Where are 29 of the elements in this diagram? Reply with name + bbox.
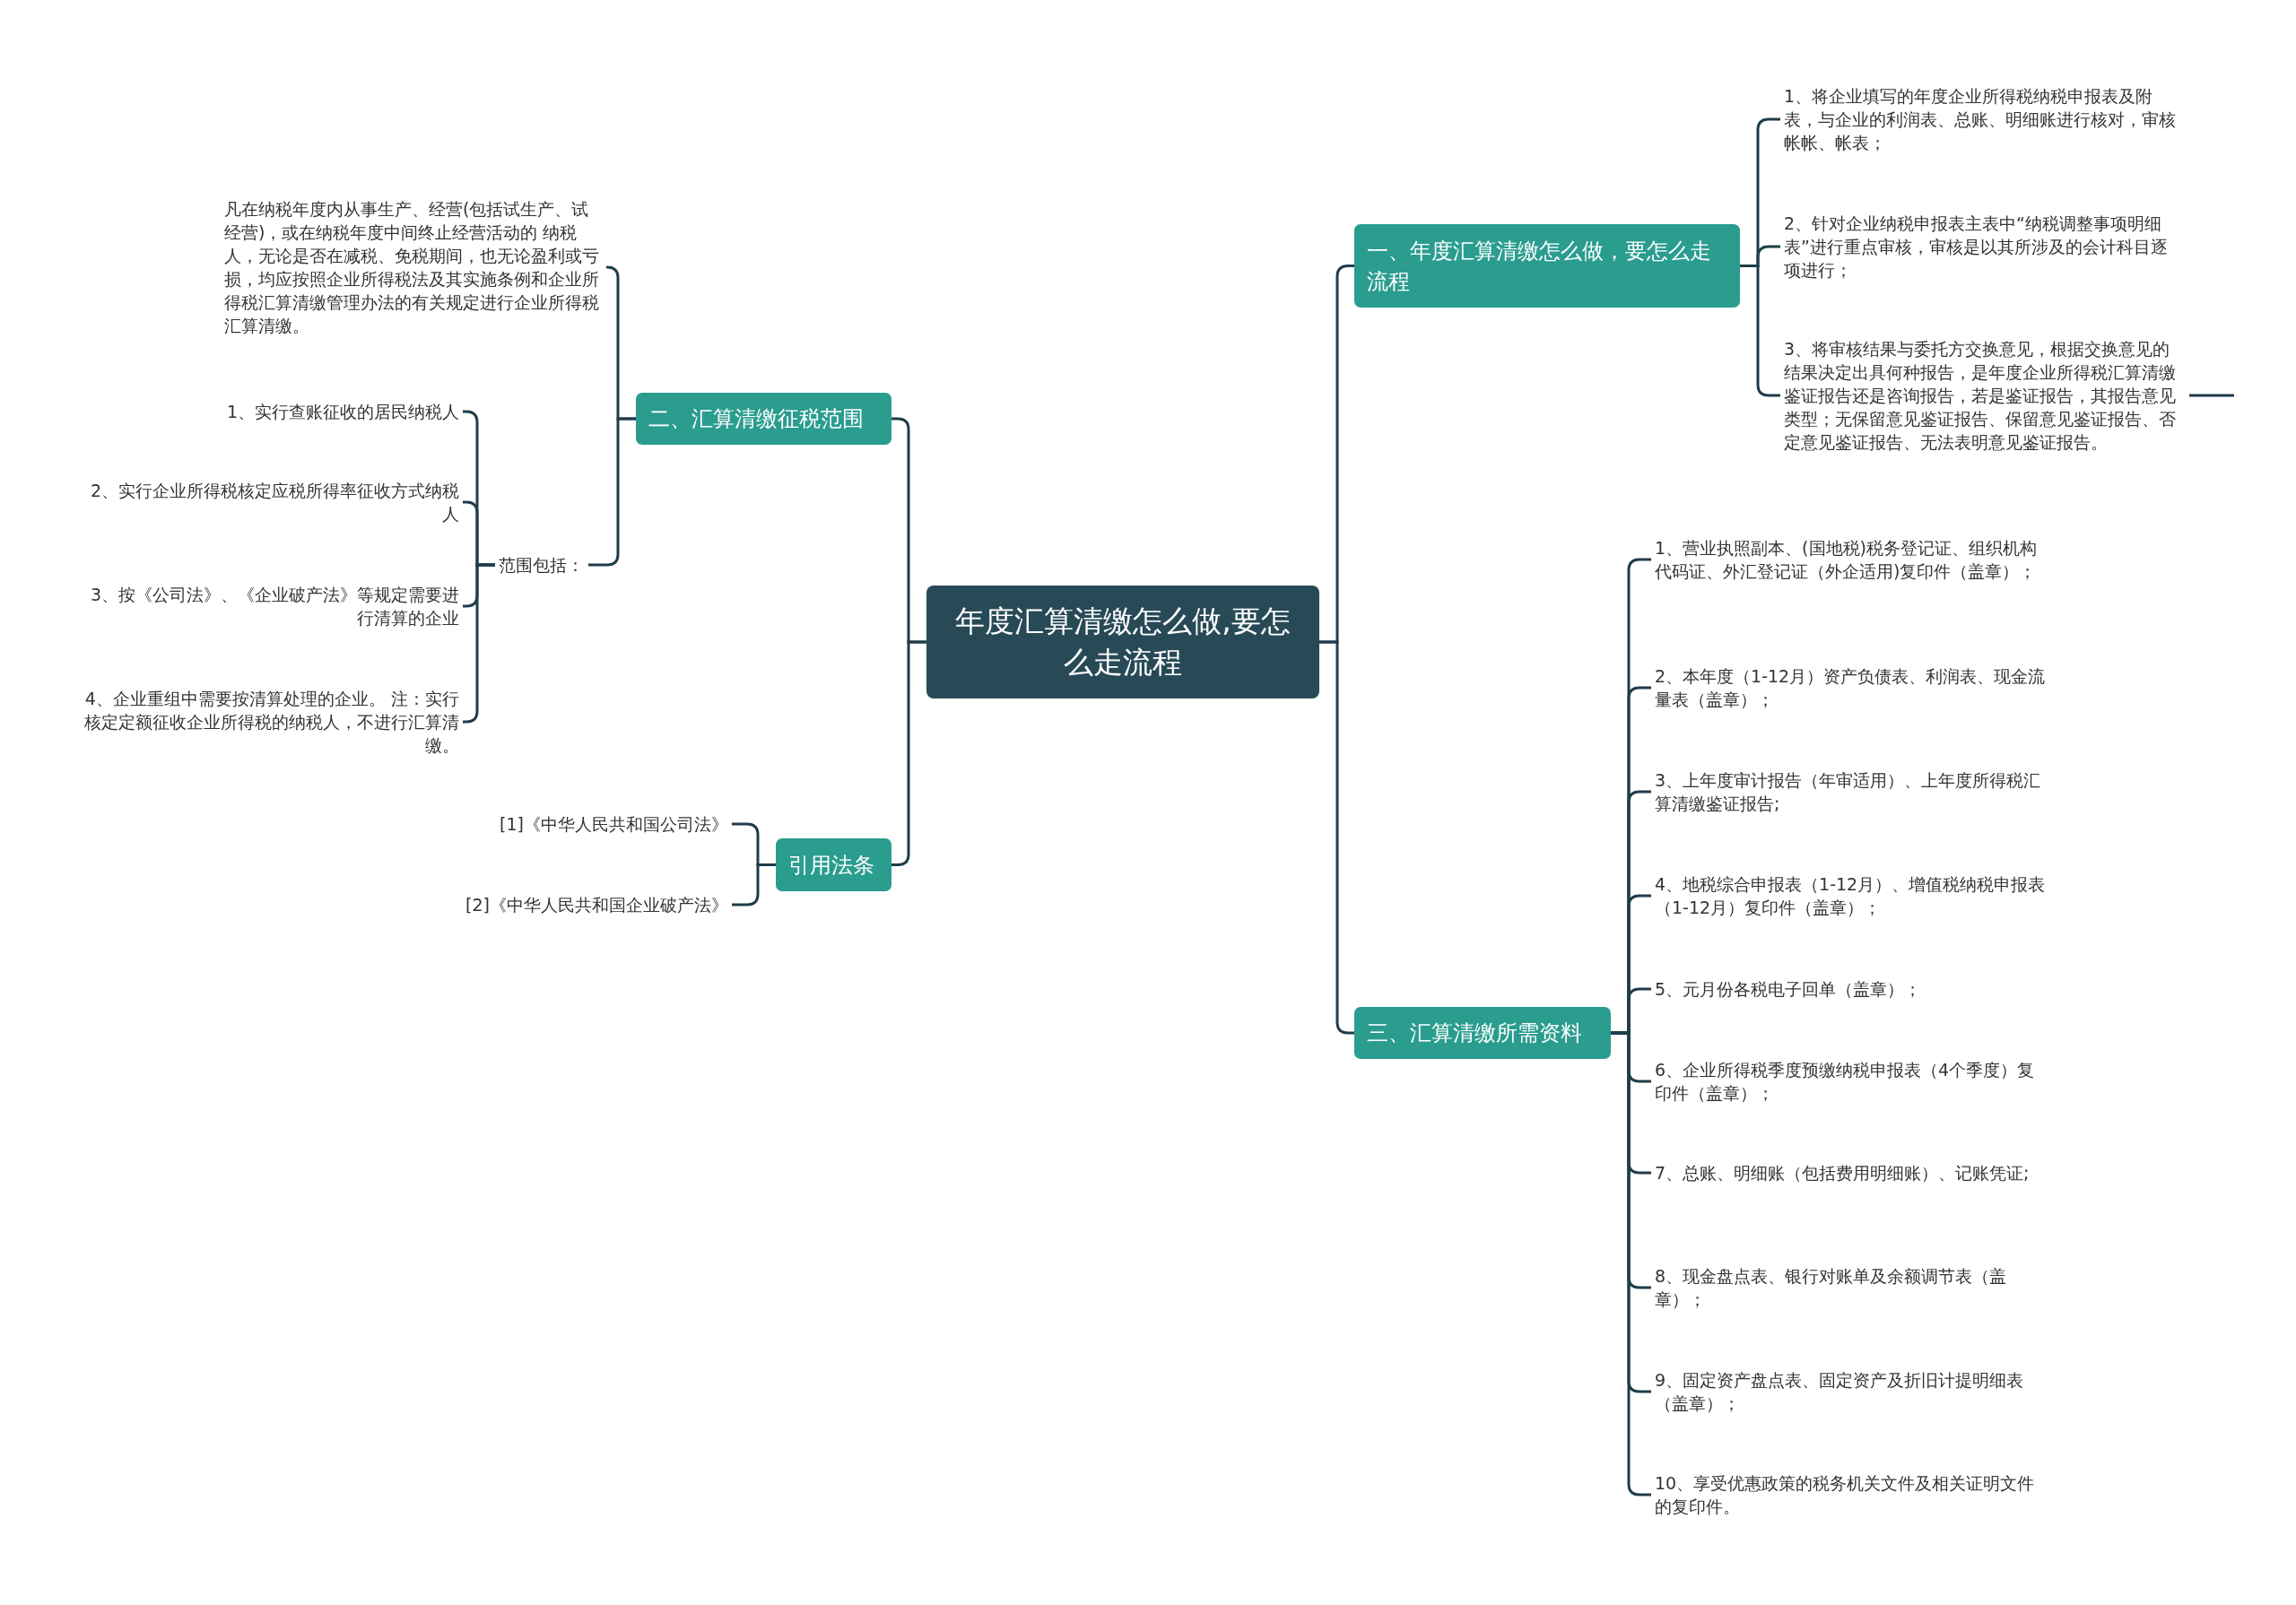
topic-text: 10、享受优惠政策的税务机关文件及相关证明文件的复印件。 [1651, 1471, 2055, 1518]
topic-text: 3、将审核结果与委托方交换意见，根据交换意见的结果决定出具何种报告，是年度企业所得税汇算清缴鉴证报告还是咨询报告，若是鉴证报告，其报告意见类型；无保留意见鉴证报告、保留意见鉴证报告、否定意见鉴证报告、无法表明意见鉴证报告。 [1780, 337, 2184, 454]
topic-text: 2、针对企业纳税申报表主表中“纳税调整事项明细表”进行重点审核，审核是以其所涉及的会计科目逐项进行； [1780, 212, 2184, 282]
topic-text: 1、将企业填写的年度企业所得税纳税申报表及附表，与企业的利润表、总账、明细账进行核对，审核帐帐、帐表； [1780, 84, 2184, 154]
central-topic-box: 年度汇算清缴怎么做,要怎么走流程 [926, 586, 1319, 698]
topic-text: [2]《中华人民共和国企业破产法》 [341, 893, 732, 916]
topic-text: 4、企业重组中需要按清算处理的企业。 注：实行核定定额征收企业所得税的纳税人，不进行汇算清缴。 [72, 687, 463, 757]
branch-topic-box: 三、汇算清缴所需资料 [1354, 1007, 1611, 1059]
topic-text: 8、现金盘点表、银行对账单及余额调节表（盖章）； [1651, 1264, 2055, 1311]
branch-topic-box: 一、年度汇算清缴怎么做，要怎么走流程 [1354, 224, 1740, 308]
topic-text: 2、本年度（1-12月）资产负债表、利润表、现金流量表（盖章）； [1651, 664, 2055, 711]
topic-text: 凡在纳税年度内从事生产、经营(包括试生产、试经营)，或在纳税年度中间终止经营活动的 纳税人，无论是否在减税、免税期间，也无论盈利或亏损，均应按照企业所得税法及其实施条例和企业所得税汇算清缴管理办法的有关规定进行企业所得税汇算清缴。 [221, 197, 606, 337]
connector-line [1319, 640, 1354, 1035]
topic-text: 7、总账、明细账（包括费用明细账）、记账凭证; [1651, 1161, 2055, 1184]
topic-text: 3、上年度审计报告（年审适用）、上年度所得税汇算清缴鉴证报告; [1651, 768, 2055, 815]
topic-text: 4、地税综合申报表（1-12月）、增值税纳税申报表（1-12月）复印件（盖章）； [1651, 872, 2055, 919]
topic-text: [1]《中华人民共和国公司法》 [341, 812, 732, 836]
branch-topic-box: 引用法条 [776, 838, 891, 891]
topic-text: 3、按《公司法》、《企业破产法》等规定需要进行清算的企业 [72, 583, 463, 629]
topic-text: 1、营业执照副本、(国地税)税务登记证、组织机构代码证、外汇登记证（外企适用)复印件（盖章）； [1651, 536, 2055, 583]
topic-text: 9、固定资产盘点表、固定资产及折旧计提明细表（盖章）； [1651, 1368, 2055, 1415]
topic-text: 5、元月份各税电子回单（盖章）； [1651, 977, 2055, 1001]
topic-text: 范围包括： [495, 553, 588, 577]
topic-text: 2、实行企业所得税核定应税所得率征收方式纳税人 [72, 479, 463, 525]
connector-line [2189, 394, 2234, 397]
branch-topic-box: 二、汇算清缴征税范围 [636, 393, 891, 445]
topic-text: 1、实行查账征收的居民纳税人 [72, 400, 463, 423]
topic-text: 6、企业所得税季度预缴纳税申报表（4个季度）复印件（盖章）； [1651, 1058, 2055, 1105]
connector-line [891, 640, 926, 866]
